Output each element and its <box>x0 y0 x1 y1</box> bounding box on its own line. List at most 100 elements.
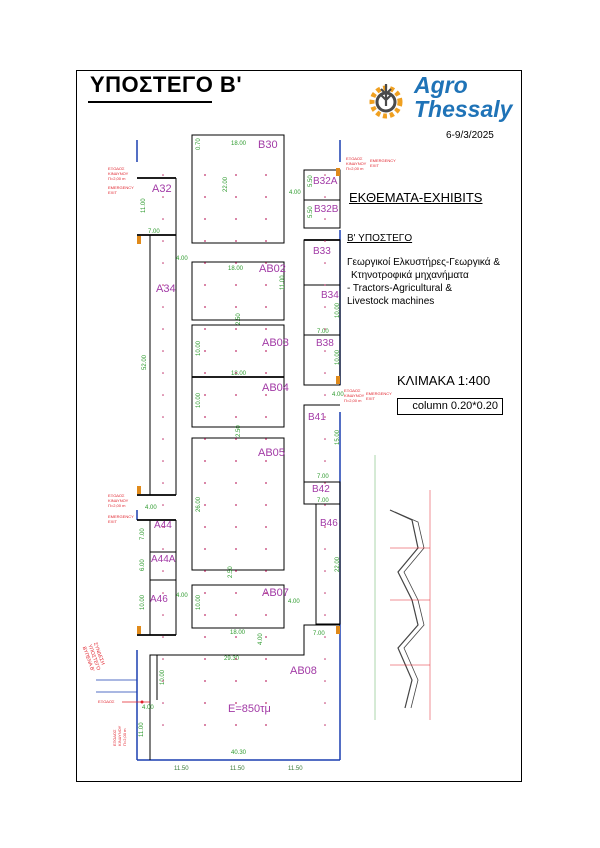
page-title: ΥΠΟΣΤΕΓΟ Β' <box>90 72 243 97</box>
dim-label: 4.00 <box>288 599 300 605</box>
grid-point <box>204 350 206 352</box>
grid-point <box>324 372 326 374</box>
grid-point <box>204 614 206 616</box>
grid-point <box>265 504 267 506</box>
grid-point <box>265 284 267 286</box>
grid-point <box>235 702 237 704</box>
dim-label: 7.00 <box>317 498 329 504</box>
grid-point <box>265 570 267 572</box>
grid-point <box>265 614 267 616</box>
grid-point <box>204 218 206 220</box>
grid-point <box>265 416 267 418</box>
grid-point <box>204 636 206 638</box>
grid-point <box>324 196 326 198</box>
grid-point <box>265 174 267 176</box>
grid-point <box>162 284 164 286</box>
grid-point <box>235 372 237 374</box>
grid-point <box>204 570 206 572</box>
dim-label: 4.00 <box>142 705 154 711</box>
dim-label: 0.70 <box>196 138 202 150</box>
grid-point <box>265 460 267 462</box>
dim-label: 10.00 <box>196 594 202 610</box>
description-line: Livestock machines <box>347 296 435 307</box>
grid-points <box>162 174 326 726</box>
grid-point <box>162 570 164 572</box>
grid-point <box>204 262 206 264</box>
grid-point <box>324 702 326 704</box>
grid-point <box>324 548 326 550</box>
hall-section-name: Β' ΥΠΟΣΤΕΓΟ <box>347 233 413 244</box>
section-profile <box>389 509 419 709</box>
dim-label: 11.00 <box>280 275 286 290</box>
dim-label: 22.00 <box>335 556 341 572</box>
grid-point <box>324 636 326 638</box>
exit-text: ΚΙΝΔΥΝΟΥ <box>344 393 365 398</box>
dim-label: 2.50 <box>228 566 234 578</box>
grid-point <box>204 240 206 242</box>
grid-point <box>204 680 206 682</box>
booth-labels: B30 A32 B32A B32B A34 AB02 B33 B34 AB03 … <box>150 139 339 715</box>
grid-point <box>204 526 206 528</box>
exit-text: Π=2,00 m <box>108 176 126 181</box>
grid-point <box>235 636 237 638</box>
grid-point <box>265 636 267 638</box>
exit-text: ΕΞΟΔΟΣ <box>112 729 117 746</box>
section-profile-inner <box>394 511 425 709</box>
grid-point <box>162 482 164 484</box>
booth-label-a32: A32 <box>152 183 172 195</box>
grid-point <box>235 658 237 660</box>
grid-point <box>204 460 206 462</box>
booth-label-ab03: AB03 <box>262 337 289 349</box>
grid-point <box>204 482 206 484</box>
booth-label-a46: A46 <box>150 594 168 605</box>
grid-point <box>265 482 267 484</box>
grid-point <box>235 350 237 352</box>
dim-label: 52.00 <box>142 354 148 370</box>
grid-point <box>204 438 206 440</box>
exit-text: Π=2,00 m <box>346 166 364 171</box>
grid-point <box>204 724 206 726</box>
grid-point <box>324 614 326 616</box>
grid-point <box>235 460 237 462</box>
grid-point <box>324 350 326 352</box>
grid-point <box>324 526 326 528</box>
connection-markers <box>96 679 150 704</box>
grid-point <box>324 284 326 286</box>
exit-text: ΕΞΟΔΟΣ <box>108 493 125 498</box>
dim-label: 7.00 <box>317 474 329 480</box>
exit-text: EXIT <box>108 519 117 524</box>
grid-point <box>324 218 326 220</box>
grid-point <box>265 350 267 352</box>
booth-label-ab05: AB05 <box>258 447 285 459</box>
grid-point <box>162 658 164 660</box>
grid-point <box>162 240 164 242</box>
grid-point <box>162 724 164 726</box>
dim-label: 10.00 <box>160 669 166 685</box>
structural-columns <box>137 168 340 634</box>
grid-point <box>204 592 206 594</box>
booth-b32b <box>303 199 341 229</box>
grid-point <box>204 284 206 286</box>
exit-text: ΕΞΟΔΟΣ <box>344 388 361 393</box>
description-line: - Tractors-Agricultural & <box>347 283 453 294</box>
exit-text: ΚΙΝΔΥΝΟΥ <box>108 498 129 503</box>
exit-left-bottom: ΕΞΟΔΟΣ ΕΞΟΔΟΣ ΚΙΝΔΥΝΟΥ Π=2,00 m <box>98 699 127 746</box>
description-line: Κτηνοτροφικά μηχανήματα <box>351 270 469 281</box>
dim-label: 22.00 <box>223 176 229 192</box>
grid-point <box>324 658 326 660</box>
grid-point <box>265 526 267 528</box>
grid-point <box>324 438 326 440</box>
booth-label-b34: B34 <box>321 290 339 301</box>
area-label: E=850τμ <box>228 703 271 715</box>
grid-point <box>235 724 237 726</box>
booth-ab05 <box>191 437 285 571</box>
dim-label: 29.30 <box>224 656 240 662</box>
dim-label: 4.00 <box>332 392 344 398</box>
grid-point <box>324 328 326 330</box>
column <box>336 626 340 634</box>
grid-point <box>324 394 326 396</box>
grid-point <box>162 328 164 330</box>
grid-point <box>235 416 237 418</box>
dim-label: 7.00 <box>148 229 160 235</box>
